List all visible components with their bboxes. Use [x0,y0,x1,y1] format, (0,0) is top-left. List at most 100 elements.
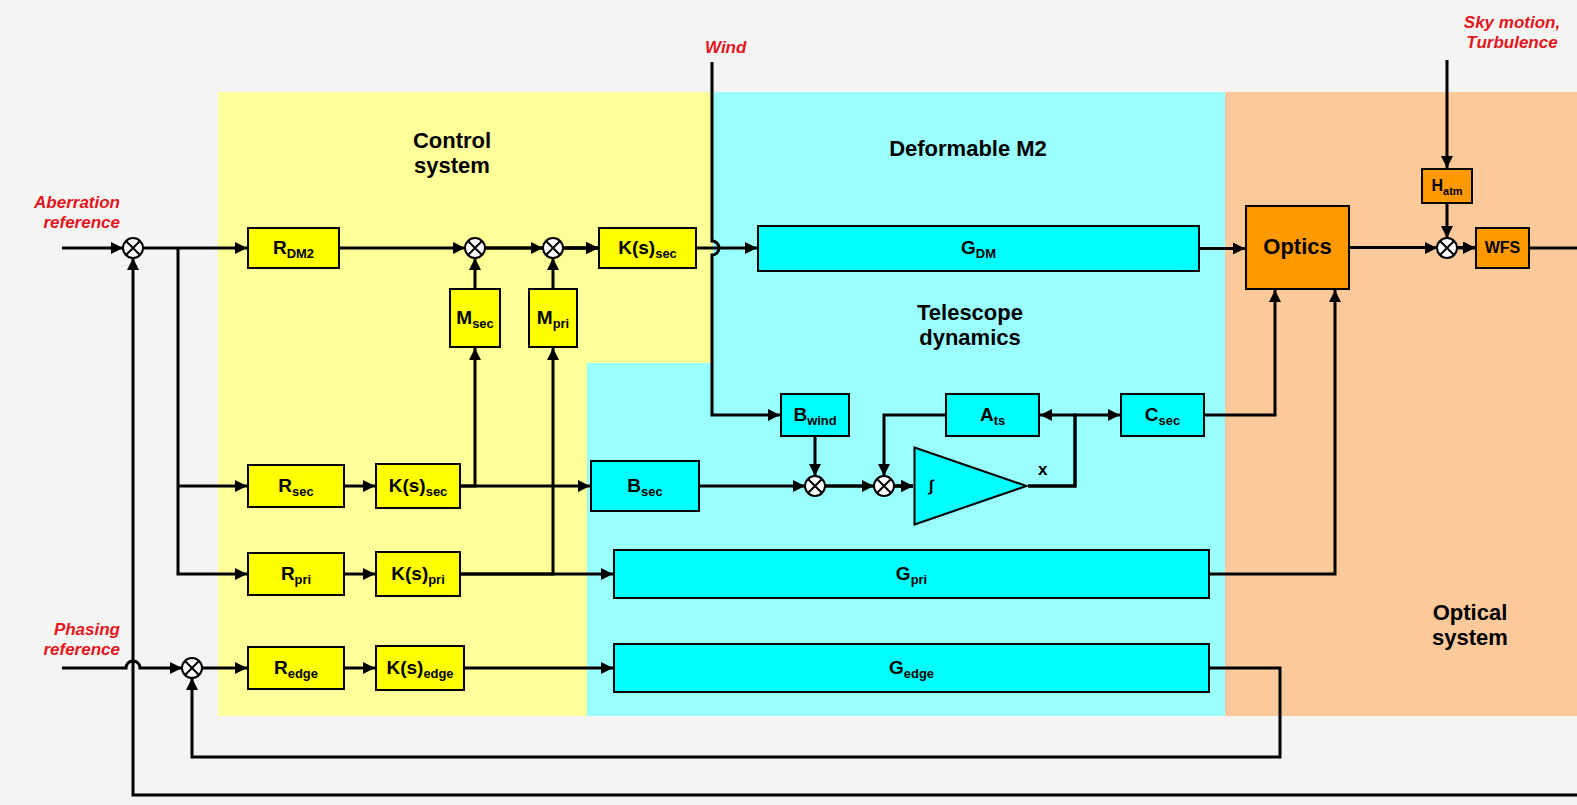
block-label: Hatm [1432,176,1463,195]
state-label: x [1038,460,1047,479]
block-box: Ats [945,393,1040,437]
block-label: Mpri [537,307,569,330]
signal-wire [143,247,247,250]
region-title: Optical system [1432,600,1508,650]
region-band: Optical system HatmOptics WFS [1225,92,1577,716]
subscript: ts [994,413,1005,428]
region-title: Telescope dynamics [917,300,1023,350]
block-box: K(s)edge [375,645,465,691]
subscript: sec [426,484,448,499]
subscript: DM2 [287,246,314,261]
block-label: WFS [1485,238,1521,257]
junction-cross [877,479,891,493]
signal-arrow [461,485,590,488]
signal-arrow [345,485,375,488]
block-label: Csec [1145,404,1180,427]
subscript: wind [807,413,836,428]
disturbance-label: Sky motion, Turbulence [1464,13,1560,52]
summing-junction [465,238,485,258]
block-label: K(s)pri [391,563,444,586]
label-holder: Sky motion, Turbulence [1450,13,1574,53]
junction-cross [546,241,560,255]
subscript: edge [423,666,453,681]
region-title: Deformable M2 [889,136,1047,161]
signal-arrow [345,667,375,670]
block-box: Csec [1120,393,1205,437]
block-label: ∫ [929,476,933,495]
subscript: sec [292,484,314,499]
input-label: Phasing reference [43,620,120,659]
block-box: WFS [1475,227,1530,269]
junction-cross [808,479,822,493]
region-title: Control system [413,128,491,178]
signal-wire [62,661,182,668]
block-label: K(s)sec [618,237,677,260]
region-band: Control systemRDM2K(s)secMsecMpriRsecK(s… [218,92,713,716]
label-holder: Phasing reference [6,620,120,660]
summing-junction [805,476,825,496]
region-shape [218,92,713,716]
region-fill [587,92,1225,716]
summing-junction [182,658,202,678]
subscript: pri [553,316,570,331]
block-label: RDM2 [273,237,314,260]
block-label: Gedge [889,657,934,680]
block-box: Bsec [590,460,700,512]
subscript: pri [295,572,312,587]
block-box: K(s)pri [375,551,461,597]
summing-junction [123,238,143,258]
junction-cross [1440,241,1454,255]
block-label: Msec [456,307,493,330]
block-label: Optics [1263,234,1331,260]
junction-cross [468,241,482,255]
block-label: GDM [961,237,996,260]
signal-arrow [345,573,375,576]
label-holder: x [1038,460,1062,480]
output-wire [1530,247,1577,250]
summing-junction [874,476,894,496]
label-holder: Wind [705,38,765,58]
subscript: sec [655,246,677,261]
junction-cross [126,241,140,255]
block-label: K(s)sec [389,475,448,498]
subscript: sec [1159,413,1181,428]
block-label: Rsec [278,475,313,498]
title-holder: Deformable M2 [818,136,1118,161]
summing-junction [1437,238,1457,258]
subscript: edge [288,666,318,681]
subscript: atm [1443,185,1462,197]
block-box: K(s)sec [375,463,461,509]
block-box: Msec [449,288,501,348]
region-shape [1225,92,1577,716]
subscript: DM [976,246,996,261]
block-label: Redge [274,657,318,680]
disturbance-wire [1446,60,1449,168]
title-holder: Telescope dynamics [905,300,1035,351]
block-box: Rpri [247,552,345,596]
region-band: Deformable M2 Telescope dynamics GDM Bwind A… [587,92,1225,716]
block-label: Bsec [627,475,662,498]
signal-arrow [461,573,613,576]
block-box: GDM [757,225,1200,272]
block-box: K(s)sec [598,227,697,269]
block-box: Rsec [247,464,345,508]
subscript: pri [911,572,928,587]
block-label: Bwind [793,404,836,427]
signal-arrow [465,667,613,670]
triangle-fill [915,448,1027,525]
block-box: RDM2 [247,227,340,269]
block-box: Mpri [528,288,578,348]
junction-cross [185,661,199,675]
integrator-triangle: ∫ [913,446,1028,526]
block-box: Bwind [780,393,850,437]
subscript: sec [472,316,494,331]
block-label: Ats [980,404,1005,427]
title-holder: Optical system [1415,600,1525,651]
signal-arrow [1200,247,1245,250]
signal-wire [178,485,247,488]
region-fill [1225,92,1577,716]
signal-arrow [697,247,757,250]
block-box: Redge [247,646,345,690]
block-label: Rpri [281,563,311,586]
